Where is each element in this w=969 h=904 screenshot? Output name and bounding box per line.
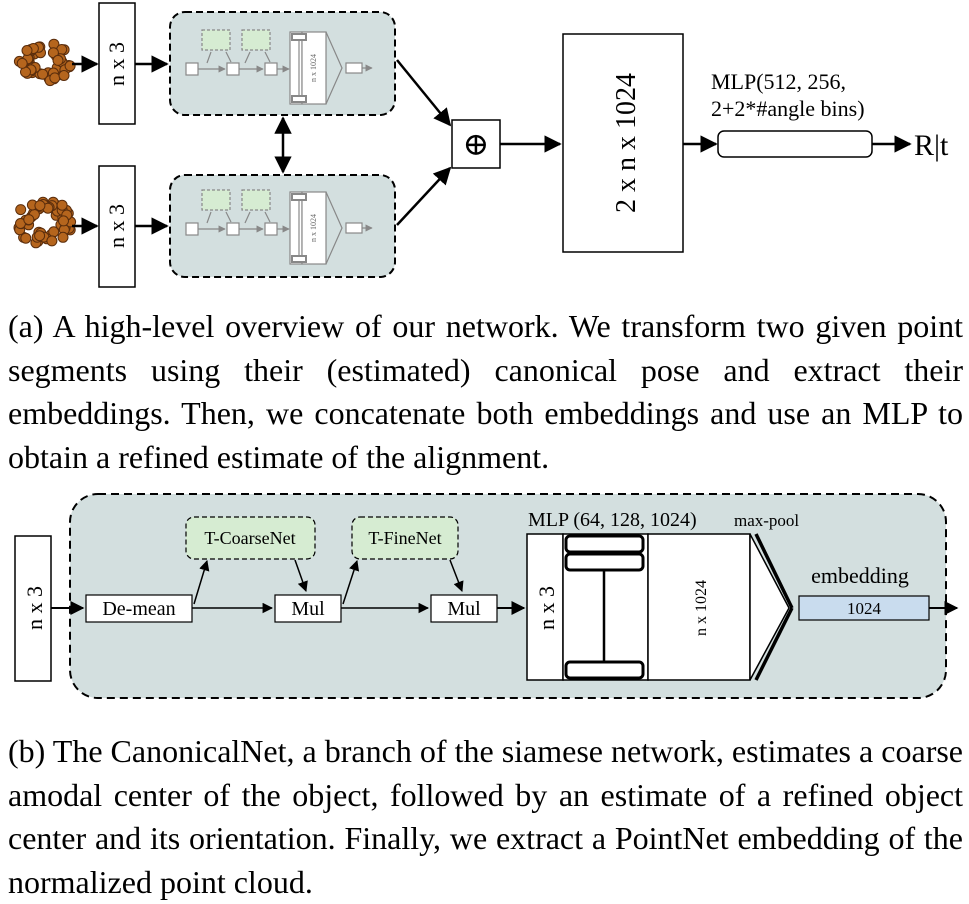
arrow-branch-bottom-to-concat [396,166,452,226]
coarsenet-label: T-CoarseNet [204,528,295,548]
canonicalnet-branch-top: n x 1024 [169,11,396,116]
branch-top-pointnet-label: n x 1024 [309,54,318,82]
input-box-bottom: n x 3 [98,165,136,288]
mini-nets-top [185,29,373,105]
pointnet-input-label: n x 3 [534,586,559,630]
demean-label: De-mean [102,598,175,620]
pointnet-features-label: n x 1024 [693,580,710,636]
mlp-box [717,130,873,158]
point [34,230,46,242]
canonicalnet-branch-bottom: n x 1024 [169,174,396,278]
joint-embedding-label: 2 x n x 1024 [611,73,642,213]
point-cloud-bottom [13,196,77,249]
mul1-box: Mul [274,594,342,623]
arrow-branch-top-to-concat [396,59,452,127]
point [56,199,68,211]
figure-b-diagram: n x 3 De-mean T-CoarseNet Mul T-FineNet … [14,493,959,699]
point [34,200,46,212]
point [15,204,27,216]
caption-b: (b) The CanonicalNet, a branch of the si… [8,733,963,900]
embedding-value: 1024 [847,599,882,618]
branch-bottom-pointnet-label: n x 1024 [309,214,318,242]
figure-a-diagram: n x 3 n x 3 [13,2,949,288]
arrow-demean-to-coarsenet [193,559,210,605]
point [58,70,70,81]
mini-nets-bottom [185,189,373,265]
arrow-finenet-to-mul2 [449,559,464,592]
maxpool-label: max-pool [734,511,799,530]
input-bottom-label: n x 3 [104,204,129,248]
joint-embedding-box: 2 x n x 1024 [562,33,684,253]
point [21,45,33,56]
arrow-mul1-to-finenet [342,560,360,605]
point [20,232,32,244]
point [49,72,61,84]
point-cloud-top [13,38,76,87]
b-input-box: n x 3 [14,535,52,682]
demean-box: De-mean [85,594,193,623]
point [23,214,35,226]
mul2-label: Mul [447,598,481,620]
mlp-layer-64 [564,534,645,554]
point [64,60,76,72]
arrow-coarsenet-to-mul1 [294,559,308,592]
mlp-layer-128 [564,552,645,572]
point [37,68,49,80]
finenet-box: T-FineNet [351,516,459,560]
embedding-box: 1024 [798,595,930,621]
input-top-label: n x 3 [104,42,129,86]
maxpool-bracket-bottom [754,607,794,681]
pointnet-mlp-label: MLP (64, 128, 1024) [528,509,697,531]
mul1-label: Mul [291,598,325,620]
point [16,57,28,69]
mul2-box: Mul [430,594,498,623]
input-box-top: n x 3 [98,2,136,125]
finenet-label: T-FineNet [368,528,441,548]
point [52,54,64,66]
coarsenet-box: T-CoarseNet [185,516,316,560]
maxpool-bracket-top [754,533,794,609]
mlp-layer-1024 [564,660,645,680]
b-input-label: n x 3 [22,586,47,630]
mlp-label-line2: 2+2*#angle bins) [711,96,865,121]
caption-a: (a) A high-level overview of our network… [8,308,963,475]
embedding-label: embedding [811,563,909,588]
point [57,231,69,243]
output-label: R|t [914,129,949,162]
concat-symbol: ⊕ [463,126,490,162]
concat-box: ⊕ [451,119,501,169]
point [46,235,58,247]
point [58,215,69,227]
mlp-label-line1: MLP(512, 256, [711,69,846,94]
pointnet-features-box [647,533,751,681]
maxpool-triangle [749,533,790,681]
pointnet-block: n x 3 n x 1024 [526,533,794,681]
pointnet-input-box [526,533,564,681]
